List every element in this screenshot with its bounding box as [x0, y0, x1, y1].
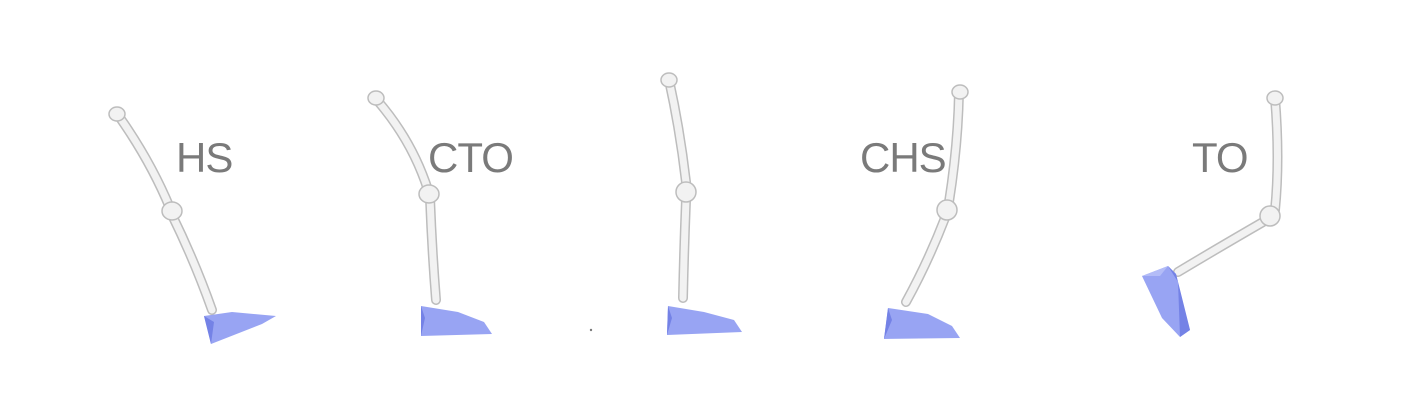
- hip-joint: [1267, 91, 1283, 105]
- tibia: [683, 200, 686, 298]
- knee-joint: [1260, 206, 1280, 226]
- phase-label-hs: HS: [176, 134, 232, 181]
- phase-label-cto: CTO: [428, 134, 513, 181]
- phase-label-chs: CHS: [860, 134, 946, 181]
- knee-joint: [937, 200, 957, 220]
- knee-joint: [419, 185, 439, 203]
- hip-joint: [661, 73, 677, 87]
- hip-joint: [109, 107, 125, 121]
- knee-joint: [676, 182, 696, 202]
- femur: [1275, 98, 1278, 210]
- knee-joint: [162, 202, 182, 220]
- hip-joint: [368, 91, 384, 105]
- hip-joint: [952, 85, 968, 99]
- phase-label-to: TO: [1192, 134, 1248, 181]
- speck: [590, 329, 592, 331]
